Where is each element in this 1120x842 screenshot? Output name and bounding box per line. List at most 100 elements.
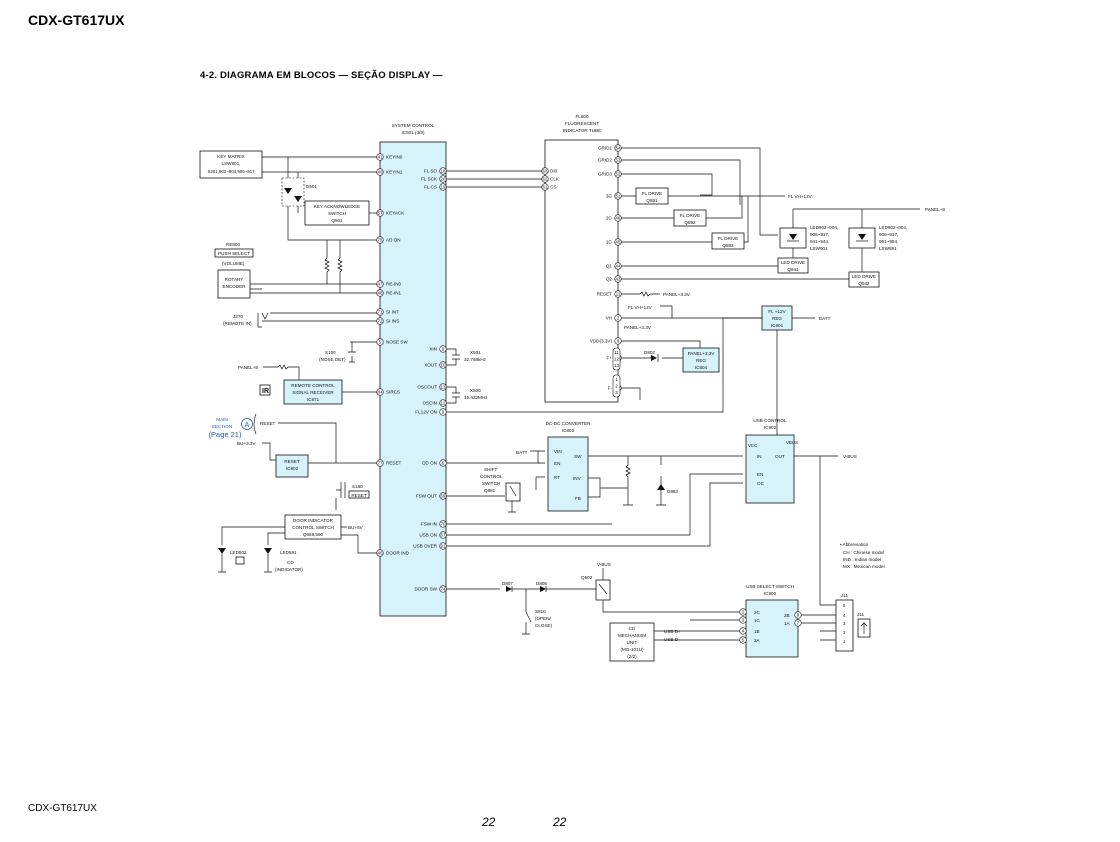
usb-sel-3-pin-number: 5 — [742, 638, 745, 643]
bu33-wire — [262, 442, 271, 455]
q502-switch — [595, 579, 611, 601]
sc-right-12-pin-number: 91 — [441, 544, 446, 549]
led-drive-q941-l1: LED DRIVE — [781, 260, 805, 265]
j370-label: J370 — [233, 314, 243, 319]
sc-right-1-pin-number: 20 — [441, 177, 446, 182]
remote-in-label: (REMOTE IN) — [223, 321, 252, 326]
fl-vh12v-label: FL VH+12V — [788, 194, 813, 199]
ir-icon — [259, 384, 271, 396]
nose-det-label: (NOSE DET) — [319, 357, 346, 362]
push-select-label: PUSH SELECT — [218, 251, 250, 256]
panel33-reg-l3: IC804 — [695, 365, 708, 370]
nose-switch — [348, 341, 377, 363]
key-ack-l2: SWITCH — [328, 211, 346, 216]
fl-label-8: 1G — [606, 240, 613, 245]
x500-l1: X500 — [470, 388, 481, 393]
sc-left-4-pin-number: 47 — [378, 282, 383, 287]
s180-reset-label: RESET — [351, 493, 367, 498]
led502-diode — [218, 548, 226, 554]
cdmech-l4: (MG-101U) — [621, 647, 644, 652]
usb-sel-2b: 2B — [784, 613, 790, 618]
door-bu5v-label: BU+5V — [348, 525, 364, 530]
panel33-2-label: PANEL+3.3V — [624, 325, 652, 330]
rotary-pullups — [326, 240, 341, 293]
footer-model: CDX-GT617UX — [28, 803, 97, 814]
sc-right-8-pin-number: 6 — [442, 461, 445, 466]
sc-left-9-pin-number: 84 — [378, 390, 383, 395]
fl-12-pin-number: 2 — [617, 316, 620, 321]
main-section-circle-label: A — [245, 422, 250, 429]
remote-rx-block — [283, 379, 343, 405]
usb-ctrl-wires — [689, 455, 838, 606]
sc-left-label-5: RE-IN1 — [386, 291, 402, 296]
sc-right-6-pin-number: 12 — [441, 401, 446, 406]
main-reset-wire — [278, 422, 337, 510]
dcdc-fb: FB — [575, 496, 581, 501]
key-matrix-l1: KEY MATRIX — [217, 154, 244, 159]
sc-right-label-3: XIN — [429, 347, 437, 352]
main-section-page-link[interactable]: (Page 21) — [209, 430, 242, 439]
sc-left-label-10: RESET — [386, 461, 402, 466]
s100-label: S100 — [325, 350, 336, 355]
rotary-l1: ROTARY — [225, 277, 244, 282]
reset-ic-block — [275, 454, 309, 478]
led591-l2: CD — [287, 560, 294, 565]
sc-right-label-1: FL SCK — [421, 177, 438, 182]
dcdc-rt: RT — [554, 475, 560, 480]
j11-side-label: J11 — [857, 612, 865, 617]
q502-wires — [598, 568, 743, 613]
panel33-reset-label: PANEL+3.3V — [663, 292, 691, 297]
abbrev-ch: CH : Chinese model — [843, 550, 884, 555]
dcdc-inv: INV — [573, 476, 582, 481]
sc-left-label-6: SI INT — [386, 310, 399, 315]
sc-right-label-12: USB OVER — [413, 544, 437, 549]
batt1-label: BATT — [819, 316, 831, 321]
cdmech-wires — [654, 619, 743, 641]
led591-l3: (INDICATOR) — [275, 567, 303, 572]
key-ack-block — [304, 200, 370, 226]
s810-l2: (OPEN/ — [535, 616, 552, 621]
j11-pin2: 2 — [843, 630, 846, 635]
shift-l4: Q881 — [484, 488, 496, 493]
page-number-left: 22 — [482, 815, 496, 829]
x501-l1: X501 — [470, 350, 481, 355]
sc-right-5-pin-number: 13 — [441, 385, 446, 390]
led-grp1-l2: 906~917, — [810, 232, 829, 237]
resistor-1 — [324, 257, 330, 276]
cdmech-l2: MECHANISM — [618, 633, 646, 638]
key-matrix-l2: LSW801, — [222, 161, 241, 166]
door-ind-l2: CONTROL SWITCH — [292, 525, 334, 530]
fl-tube-ref: FL800 — [575, 114, 588, 119]
shift-switch-contact — [508, 485, 517, 513]
fl-drive-q891-l2: Q891 — [646, 198, 658, 203]
vbus-q-l2: Q502 — [581, 575, 593, 580]
sc-left-label-11: DOOR IND — [386, 551, 410, 556]
d501-label: D501 — [306, 184, 317, 189]
sc-right-4-pin-number: 10 — [441, 363, 446, 368]
main-section-circle[interactable] — [241, 418, 253, 430]
fl-label-6: 3G — [606, 194, 613, 199]
x501-l2: 32.768kHz — [464, 357, 487, 362]
led-grp2-l1: LED902~904, — [879, 225, 907, 230]
fl-vh12v-2-label: FL VH+12V — [628, 305, 653, 310]
d806-label: D806 — [536, 581, 547, 586]
usb-ctrl-en: EN — [757, 472, 763, 477]
fl-label-2: CS — [550, 185, 556, 190]
dcdc-output-network — [623, 456, 666, 506]
sc-left-11-pin-number: 46 — [378, 551, 383, 556]
panel8-right-wire — [792, 208, 920, 228]
panel8-left-label: PANEL+8 — [238, 365, 258, 370]
fl12-reg-l3: IC801 — [771, 323, 784, 328]
rotary-wires — [250, 283, 377, 294]
x500-crystal — [446, 386, 460, 404]
led-grounds — [218, 554, 272, 573]
push-select-box — [214, 248, 254, 258]
usb-sel-3-pin-circle — [739, 636, 747, 644]
dcdc-wires — [530, 450, 743, 498]
j11-pin4: 4 — [843, 613, 846, 618]
sc-right-13-pin-number: 74 — [441, 587, 446, 592]
main-reset-label: RESET — [260, 421, 276, 426]
fl-label-13: VDD(3.3V) — [590, 339, 613, 344]
